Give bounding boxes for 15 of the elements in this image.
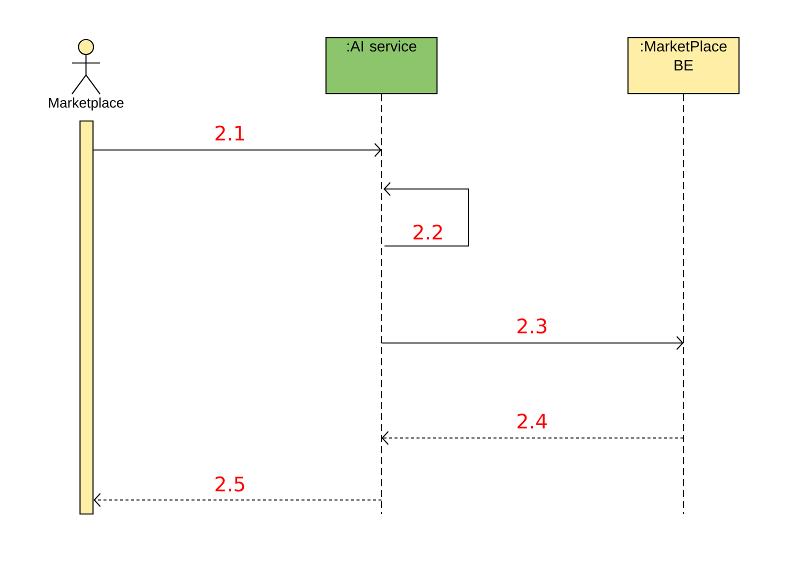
message-arrow	[382, 431, 684, 445]
message-number: 2.3	[518, 318, 546, 334]
message-arrow	[94, 493, 382, 507]
message-arrow	[384, 182, 470, 247]
actor: Marketplace	[49, 38, 124, 111]
activation-bar	[79, 120, 94, 515]
participant-box: :MarketPlace BE	[627, 37, 740, 94]
message-number: 2.4	[518, 414, 547, 428]
message-arrow	[94, 143, 382, 157]
participant-box: :AI service	[325, 37, 438, 94]
message-number: 2.2	[414, 224, 442, 240]
message-arrow	[382, 336, 684, 350]
node-label: Marketplace	[49, 97, 124, 111]
message-number: 2.5	[216, 476, 244, 492]
message-number: 2.1	[216, 126, 244, 140]
